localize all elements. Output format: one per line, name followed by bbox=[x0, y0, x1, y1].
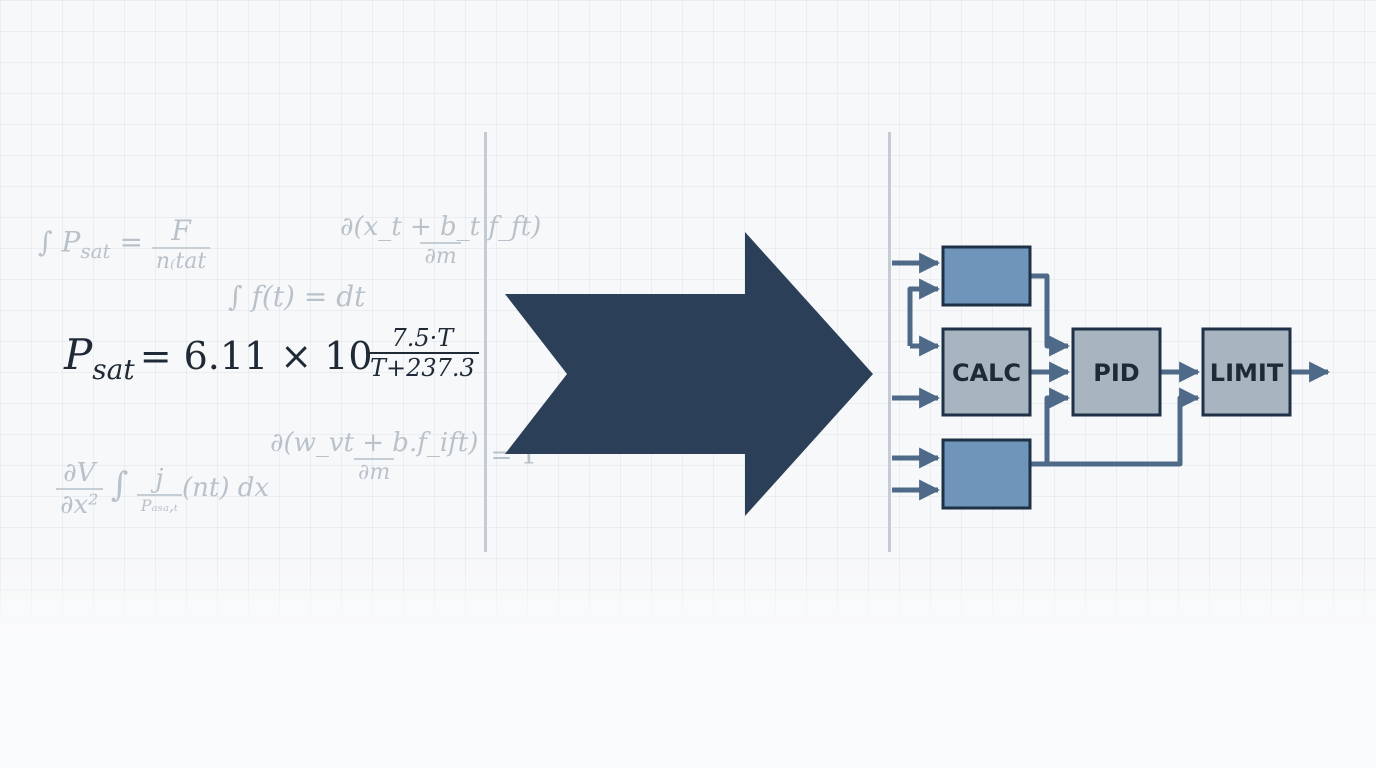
ghost-eq5-den: ∂m bbox=[354, 458, 395, 485]
limit-block bbox=[1201, 327, 1292, 417]
ghost-eq5-num: ∂(w_vt + b.f_ift) bbox=[270, 428, 479, 458]
ghost-eq2-num: ∂(x_t + b_t f_ft) bbox=[340, 212, 542, 242]
exponent-numerator: 7.5·T bbox=[391, 324, 454, 352]
ghost-equation-2: ∂(x_t + b_t f_ft)∂m bbox=[336, 212, 545, 269]
ghost-equation-3: ∫ f(t) = dt bbox=[228, 280, 365, 313]
connector-bottom-to-limit bbox=[1030, 387, 1201, 467]
ghost-eq4-tail: (nt) dx bbox=[181, 473, 270, 503]
ghost-eq1-lhs: ∫ P bbox=[38, 225, 81, 259]
left-divider-line bbox=[484, 132, 487, 552]
connector-top-to-pid bbox=[1030, 273, 1071, 357]
ghost-eq4-den: Pₐₛₐ,ₜ bbox=[136, 493, 182, 515]
ghost-eq1-eq: = bbox=[119, 225, 143, 259]
right-divider-line bbox=[888, 132, 891, 552]
pid-label: PID bbox=[1093, 359, 1139, 387]
main-eq-exponent: 7.5·T T+237.3 bbox=[366, 324, 479, 382]
ghost-eq1-sub: sat bbox=[80, 238, 111, 263]
ghost-eq5-frac: ∂(w_vt + b.f_ift)∂m bbox=[266, 428, 482, 485]
connector-bottom-to-pid bbox=[1044, 387, 1071, 464]
ghost-eq4-lhs-num: ∂V bbox=[63, 458, 96, 488]
main-eq-symbol: P bbox=[64, 330, 93, 379]
input-line-2 bbox=[907, 278, 941, 346]
ghost-eq3-text: ∫ f(t) = dt bbox=[228, 280, 366, 313]
ghost-eq4-lhs: ∂V∂x² bbox=[56, 458, 103, 520]
ghost-eq1-num: F bbox=[171, 214, 191, 247]
main-eq-subscript: sat bbox=[92, 353, 135, 386]
main-eq-body: = 6.11 × 10 bbox=[139, 334, 373, 378]
limit-label: LIMIT bbox=[1210, 359, 1284, 387]
pid-block bbox=[1071, 327, 1162, 417]
input-block-b bbox=[941, 438, 1032, 510]
ghost-eq4-num: j bbox=[155, 463, 164, 494]
background-fade bbox=[0, 560, 1376, 768]
ghost-eq2-den: ∂m bbox=[420, 242, 461, 269]
calc-block bbox=[941, 327, 1032, 417]
ghost-eq4-lhs-den: ∂x² bbox=[56, 488, 103, 520]
input-block-a bbox=[941, 245, 1032, 307]
ghost-eq4-int: ∫ bbox=[110, 465, 129, 505]
ghost-eq1-den: n₍tat bbox=[151, 247, 211, 274]
saturation-pressure-equation: Psat = 6.11 × 10 7.5·T T+237.3 bbox=[64, 324, 479, 386]
exponent-denominator: T+237.3 bbox=[366, 352, 479, 382]
ghost-eq2-frac: ∂(x_t + b_t f_ft)∂m bbox=[336, 212, 545, 269]
transformation-arrow bbox=[505, 232, 873, 516]
calc-label: CALC bbox=[952, 359, 1021, 387]
